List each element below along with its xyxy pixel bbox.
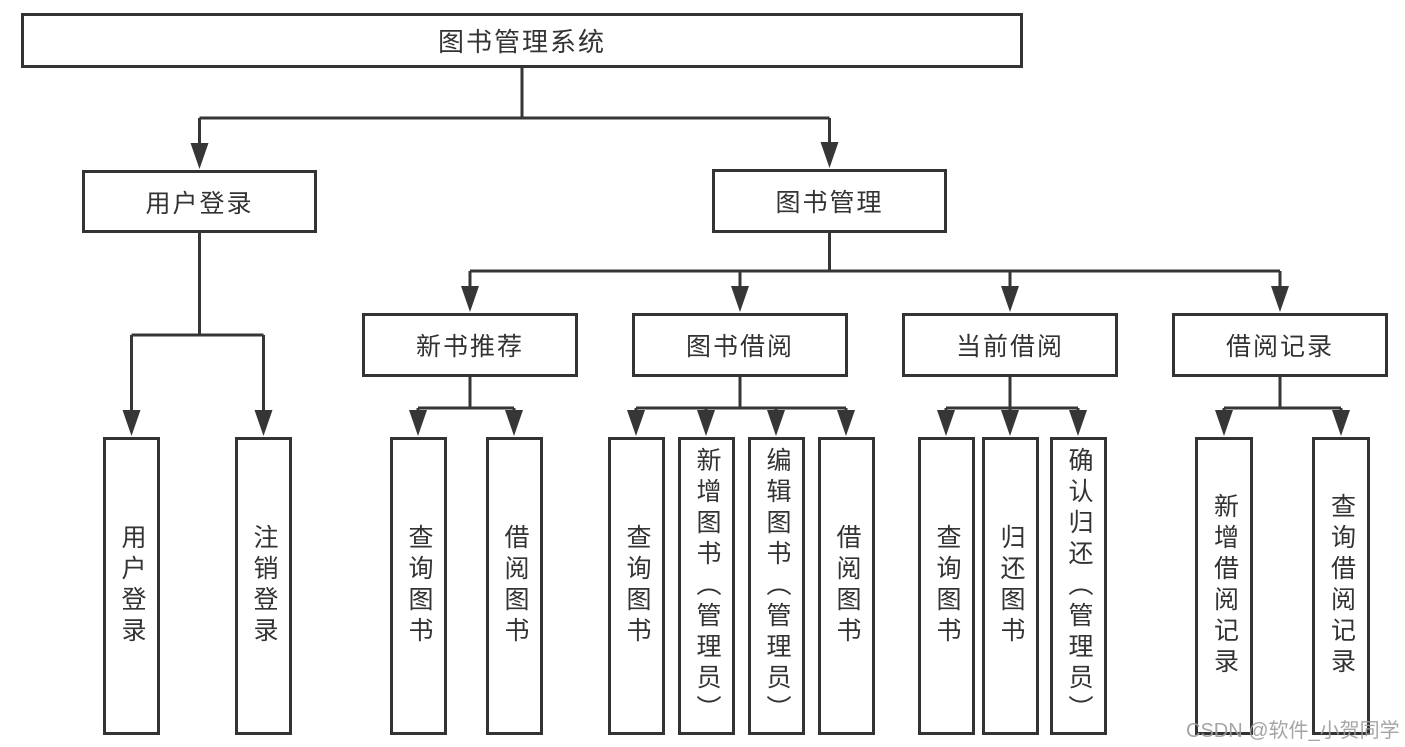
node-label: 确认归还（管理员）	[1065, 446, 1093, 726]
node-book-management: 图书管理	[712, 169, 947, 233]
node-book-borrowing: 图书借阅	[632, 313, 848, 377]
arrowhead	[1271, 286, 1289, 312]
node-borrowing-records: 借阅记录	[1172, 313, 1388, 377]
node-label: 查询图书	[405, 524, 433, 648]
connector-root-to-level2	[198, 68, 831, 146]
node-label: 用户登录	[118, 524, 146, 648]
arrowhead	[1332, 410, 1350, 436]
node-label: 图书借阅	[685, 333, 794, 361]
node-add-borrow-record: 新增借阅记录	[1195, 437, 1253, 735]
connector-records-children	[1222, 377, 1343, 414]
node-return-books: 归还图书	[982, 437, 1039, 735]
node-logout: 注销登录	[235, 437, 292, 735]
arrowhead	[627, 410, 645, 436]
arrowhead	[1001, 286, 1019, 312]
node-label: 注销登录	[250, 524, 278, 648]
connector-current-children	[944, 377, 1080, 414]
node-label: 借阅记录	[1225, 333, 1334, 361]
connector-borrow-children	[634, 377, 848, 414]
node-label: 新增图书（管理员）	[693, 446, 721, 726]
node-label: 查询图书	[933, 524, 961, 648]
arrowhead	[190, 143, 209, 169]
node-label: 图书管理系统	[437, 27, 606, 57]
node-edit-book-admin: 编辑图书（管理员）	[748, 437, 805, 735]
arrowhead	[254, 410, 273, 436]
node-borrow-books-leaf: 借阅图书	[818, 437, 875, 735]
arrowhead	[505, 410, 523, 436]
arrowhead	[1001, 410, 1019, 436]
node-query-borrow-record: 查询借阅记录	[1312, 437, 1370, 735]
csdn-watermark: CSDN @软件_小贺同学	[1186, 720, 1400, 742]
arrowhead	[767, 410, 785, 436]
node-query-books-recommend: 查询图书	[390, 437, 447, 735]
node-query-books-borrow: 查询图书	[608, 437, 665, 735]
node-label: 当前借阅	[955, 333, 1064, 361]
connector-newbook-children	[416, 377, 516, 414]
arrowhead	[1215, 410, 1233, 436]
arrowhead	[937, 410, 955, 436]
node-label: 用户登录	[145, 189, 254, 218]
arrowhead	[837, 410, 855, 436]
node-new-book-recommend: 新书推荐	[362, 313, 578, 377]
arrowhead	[820, 142, 839, 168]
connector-bookmgmt-level3	[468, 233, 1282, 290]
node-label: 查询借阅记录	[1327, 493, 1356, 679]
node-label: 新增借阅记录	[1210, 493, 1239, 679]
node-label: 编辑图书（管理员）	[763, 446, 791, 726]
node-label: 借阅图书	[833, 524, 861, 648]
node-library-management-system: 图书管理系统	[21, 13, 1023, 68]
node-user-login: 用户登录	[82, 170, 317, 233]
arrowhead	[731, 286, 749, 312]
arrowhead	[122, 410, 141, 436]
node-label: 新书推荐	[415, 333, 524, 361]
node-label: 图书管理	[775, 189, 884, 217]
arrowhead	[697, 410, 715, 436]
node-borrow-books-recommend: 借阅图书	[486, 437, 543, 735]
node-label: 查询图书	[623, 524, 651, 648]
arrowhead	[409, 410, 427, 436]
node-add-book-admin: 新增图书（管理员）	[678, 437, 735, 735]
connector-userlogin-children	[130, 233, 265, 414]
node-current-borrowing: 当前借阅	[902, 313, 1118, 377]
node-user-login-leaf: 用户登录	[103, 437, 160, 735]
arrowhead	[461, 286, 479, 312]
node-query-books-current: 查询图书	[918, 437, 975, 735]
node-label: 归还图书	[997, 524, 1025, 648]
node-label: 借阅图书	[501, 524, 529, 648]
arrowhead	[1069, 410, 1087, 436]
node-confirm-return-admin: 确认归还（管理员）	[1050, 437, 1107, 735]
